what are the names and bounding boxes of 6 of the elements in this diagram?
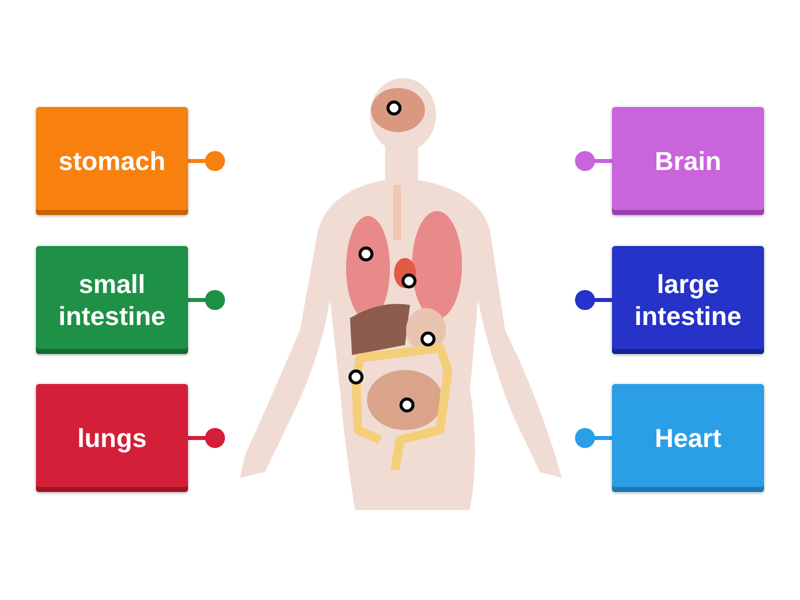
label-card: Brain — [612, 107, 764, 215]
label-card: small intestine — [36, 246, 188, 354]
label-card: stomach — [36, 107, 188, 215]
label-card: lungs — [36, 384, 188, 492]
label-card: large intestine — [612, 246, 764, 354]
label-card: Heart — [612, 384, 764, 492]
